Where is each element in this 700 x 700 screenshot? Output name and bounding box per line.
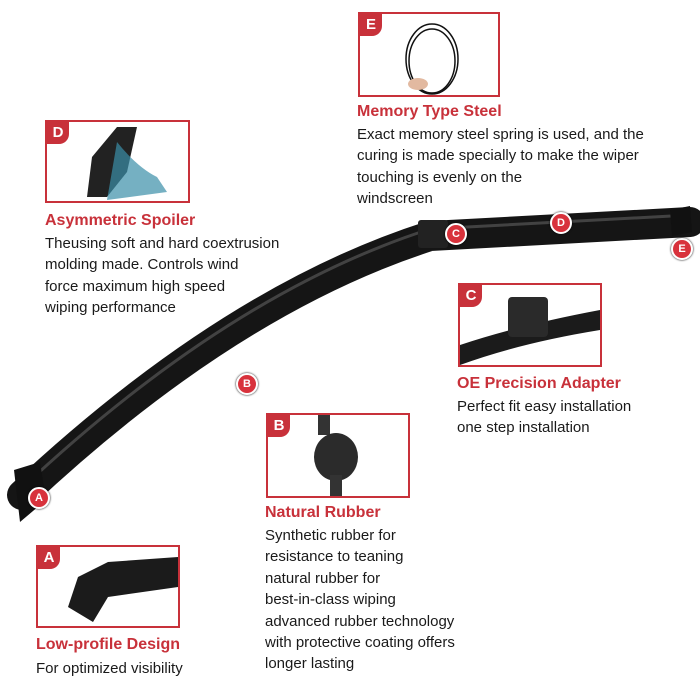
feature-title: OE Precision Adapter	[457, 375, 621, 392]
feature-image-memory-steel: E	[358, 12, 500, 97]
text-line: molding made. Controls wind	[45, 256, 239, 274]
text-line: curing is made specially to make the wip…	[357, 147, 639, 165]
badge-e: E	[360, 14, 382, 36]
feature-title: Asymmetric Spoiler	[45, 212, 196, 229]
text-line: with protective coating offers	[265, 634, 455, 652]
text-line: Theusing soft and hard coextrusion	[45, 235, 280, 252]
text-line: one step installation	[457, 419, 590, 437]
feature-description: Perfect fit easy installation one step i…	[457, 396, 631, 439]
feature-description: For optimized visibility	[36, 658, 183, 679]
badge-b: B	[268, 415, 290, 437]
text-line: touching is evenly on the	[357, 168, 523, 186]
text-line: For optimized visibility	[36, 660, 183, 677]
badge-a: A	[38, 547, 60, 569]
text-line: longer lasting	[265, 655, 355, 673]
feature-description: Exact memory steel spring is used, and t…	[357, 124, 644, 210]
badge-d: D	[47, 122, 69, 144]
text-line: Synthetic rubber for	[265, 527, 396, 544]
text-line: Perfect fit easy installation	[457, 398, 632, 415]
feature-image-adapter: C	[458, 283, 602, 367]
marker-d: D	[550, 212, 572, 234]
text-line: force maximum high speed	[45, 277, 226, 295]
feature-description: Synthetic rubber for resistance to teani…	[265, 525, 455, 675]
text-line: advanced rubber technology	[265, 612, 455, 630]
feature-title: Low-profile Design	[36, 636, 180, 653]
adapter-icon	[460, 297, 600, 365]
text-line: natural rubber for	[265, 569, 381, 587]
text-line: Exact memory steel spring is used, and t…	[357, 126, 644, 143]
text-line: resistance to teaning	[265, 548, 404, 566]
text-line: windscreen	[357, 190, 433, 208]
spoiler-icon	[87, 127, 167, 200]
feature-title: Natural Rubber	[265, 504, 381, 521]
feature-title: Memory Type Steel	[357, 103, 502, 120]
marker-a: A	[28, 487, 50, 509]
marker-c: C	[445, 223, 467, 245]
marker-b: B	[236, 373, 258, 395]
end-cap-icon	[68, 557, 178, 622]
text-line: best-in-class wiping	[265, 591, 396, 609]
marker-e: E	[671, 238, 693, 260]
text-line: wiping performance	[45, 299, 176, 317]
feature-image-spoiler: D	[45, 120, 190, 203]
steel-spring-icon	[405, 23, 459, 95]
feature-image-low-profile: A	[36, 545, 180, 628]
badge-c: C	[460, 285, 482, 307]
rubber-icon	[314, 415, 358, 496]
feature-image-rubber: B	[266, 413, 410, 498]
feature-description: Theusing soft and hard coextrusion moldi…	[45, 233, 279, 319]
